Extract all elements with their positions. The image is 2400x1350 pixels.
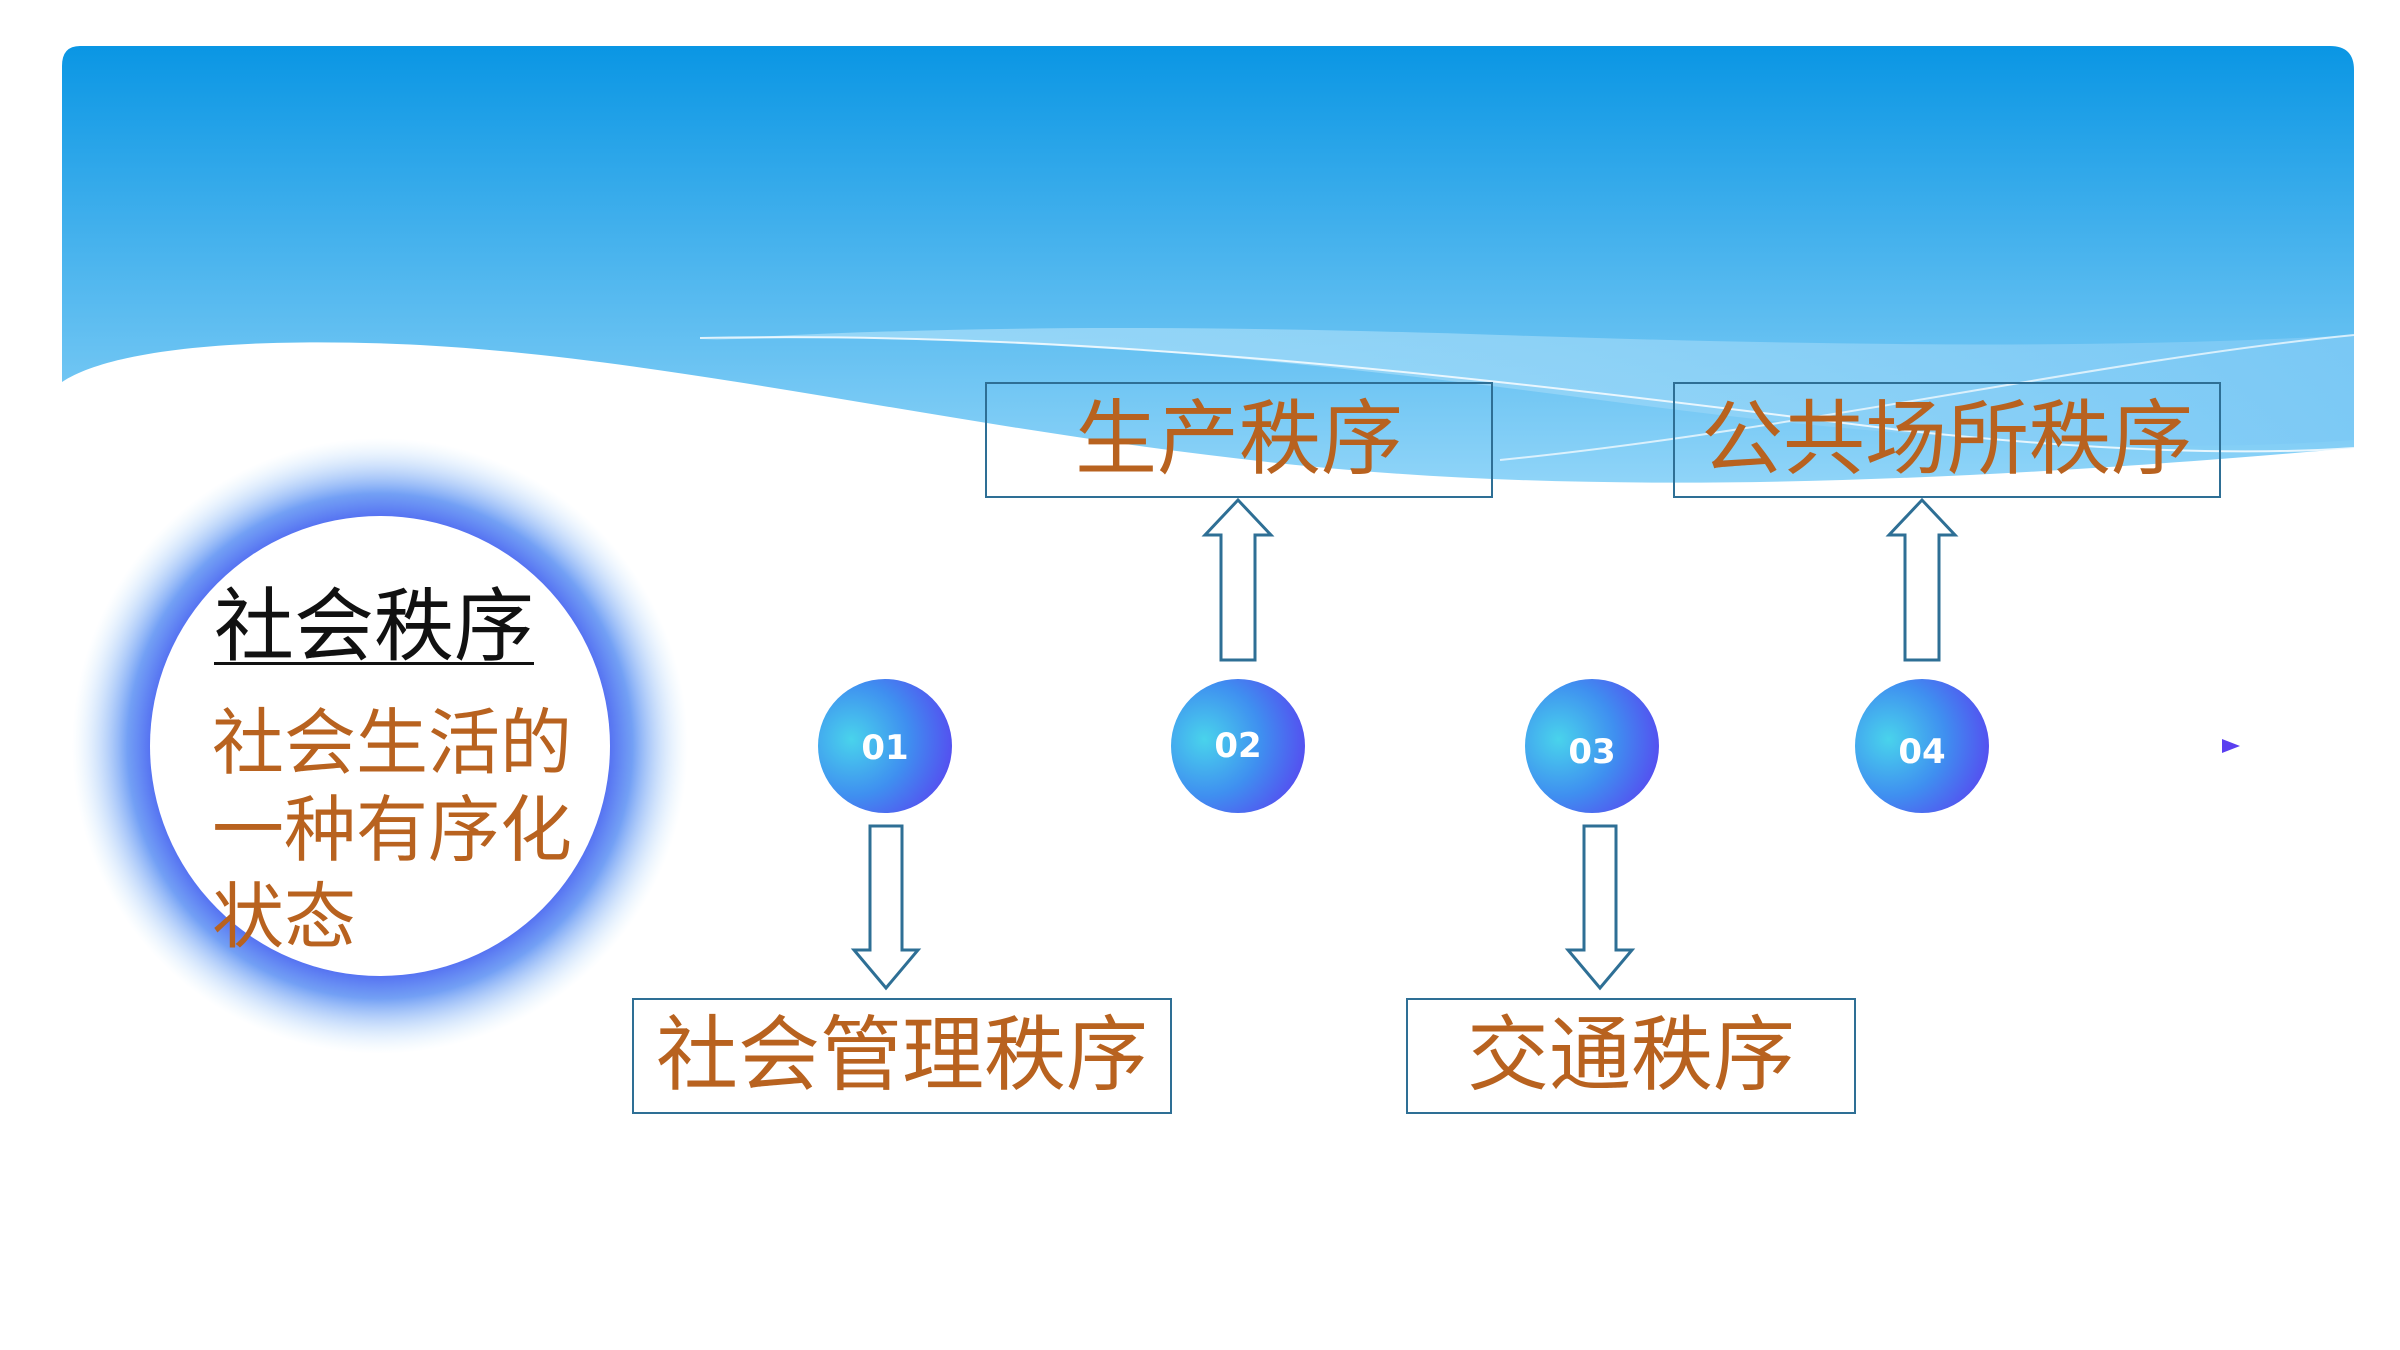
node-label-03: 03	[1568, 732, 1616, 772]
timeline-arrowhead	[2222, 739, 2240, 753]
box-production-order: 生产秩序	[985, 382, 1493, 498]
center-description-line: 状态	[212, 875, 357, 959]
box-public-places-order: 公共场所秩序	[1673, 382, 2221, 498]
timeline-node-04[interactable]	[1855, 679, 1989, 813]
box-traffic-order: 交通秩序	[1406, 998, 1856, 1114]
node-label-01: 01	[861, 728, 909, 768]
center-title: 社会秩序	[214, 580, 534, 673]
up-arrow-public-places	[1885, 497, 1959, 662]
center-description-line: 一种有序化	[212, 788, 573, 872]
node-label-02: 02	[1214, 726, 1262, 766]
center-circle	[150, 516, 610, 976]
node-label-04: 04	[1898, 732, 1946, 772]
wave-line-1	[699, 336, 2355, 453]
header-wave	[700, 328, 2354, 446]
timeline-node-01[interactable]	[818, 679, 952, 813]
down-arrow-social-management	[850, 824, 922, 991]
center-description-line: 社会生活的	[212, 701, 573, 785]
center-description: 社会生活的 一种有序化 状态	[212, 700, 602, 961]
timeline-node-03[interactable]	[1525, 679, 1659, 813]
timeline-node-02[interactable]	[1171, 679, 1305, 813]
box-social-management-order: 社会管理秩序	[632, 998, 1172, 1114]
down-arrow-traffic	[1564, 824, 1636, 991]
wave-line-2	[1499, 334, 2355, 461]
up-arrow-production	[1201, 497, 1275, 662]
